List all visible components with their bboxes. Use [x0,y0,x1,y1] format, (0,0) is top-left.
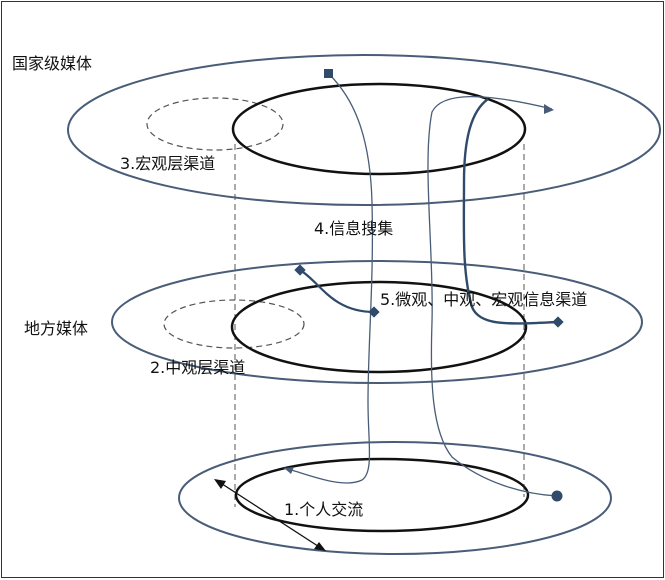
square-start-marker [324,69,333,78]
label-macro-channel: 3.宏观层渠道 [120,154,215,173]
info-collection-path [283,73,374,484]
diamond-marker-right [552,316,564,328]
multi-channel-arrowhead [544,104,554,114]
multi-channel-path [427,95,558,497]
national-media-ring [67,54,661,206]
label-national-media: 国家级媒体 [12,54,92,73]
label-personal-exchange: 1.个人交流 [284,500,363,519]
diamond-marker-mid [368,306,380,318]
label-multi-channel: 5.微观、中观、宏观信息渠道 [380,290,587,309]
label-info-collection: 4.信息搜集 [314,219,393,238]
label-meso-channel: 2.中观层渠道 [150,358,245,377]
local-media-ring [111,260,643,384]
diamond-marker-upper [294,264,306,276]
personal-ring [178,441,612,555]
local-core-ellipse [230,280,528,374]
meso-curve [299,269,375,314]
meso-channel-dashed-ellipse [163,299,305,349]
label-local-media: 地方媒体 [24,319,88,338]
info-collection-arrowhead [284,467,294,474]
exchange-arrow-line [215,479,325,551]
arrowhead-upper-left [214,479,226,489]
circle-start-marker [551,490,563,502]
macro-channel-dashed-ellipse [146,97,284,151]
arrowhead-lower-right [314,542,326,551]
national-core-ellipse [231,82,527,176]
personal-core-ellipse [234,457,530,533]
macro-swoop-path [462,98,559,325]
